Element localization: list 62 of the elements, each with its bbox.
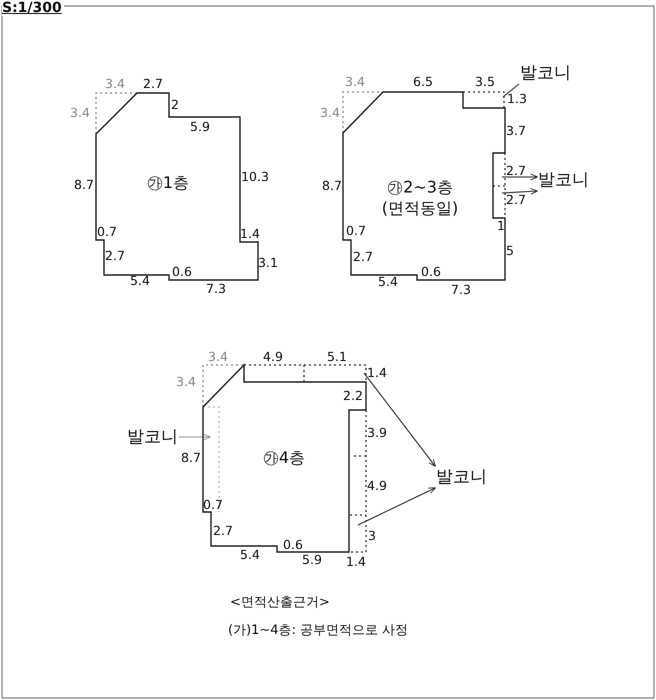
dimension-label: 3.9 [367,426,387,440]
dimension-label: 6.5 [413,75,433,89]
dimension-label: 2.7 [213,524,233,538]
balcony-label: 발코니 [436,466,487,488]
leader-arrow [179,434,212,440]
leader-arrow [502,188,538,195]
dimension-label: 1 [497,219,505,233]
dimension-label: 2.7 [506,193,526,207]
dimension-label: 10.3 [241,170,269,184]
dimension-label: 0.6 [172,265,192,279]
dimension-label: 5.9 [302,553,322,567]
dimension-label: 3.4 [105,77,125,91]
dimension-label: 7.3 [451,283,471,297]
dimension-label: 5.9 [190,120,210,134]
dimension-label: 2.2 [343,389,363,403]
dimension-label: 1.4 [367,366,387,380]
dimension-label: 1.4 [240,227,260,241]
dimension-label: 1.3 [507,92,527,106]
dimension-label: 3 [368,529,376,543]
dimension-label: 5.4 [130,274,150,288]
leader-arrow [364,372,436,467]
dimension-label: 7.3 [206,282,226,296]
dimension-label: 3.5 [475,75,495,89]
balcony-label: 발코니 [520,62,571,84]
dimension-label: 2 [171,98,179,112]
dimension-label: 4.9 [263,350,283,364]
dimension-label: 8.7 [74,178,94,192]
dimension-label: 5.1 [327,350,347,364]
note: (가)1~4층: 공부면적으로 사정 [228,622,408,640]
dimension-label: 1.4 [346,555,366,569]
floor-label: ㉮1층 [146,172,190,193]
dimension-label: 3.4 [345,75,365,89]
note: <면적산출근거> [230,594,330,612]
dimension-label: 3.7 [506,124,526,138]
dimension-label: 3.4 [70,106,90,120]
dimension-label: 0.7 [346,224,366,238]
leader-arrow [358,487,436,526]
dimension-label: 0.7 [97,225,117,239]
dimension-label: 3.4 [176,375,196,389]
dimension-label: 5.4 [378,275,398,289]
dimension-label: 4.9 [367,479,387,493]
dimension-label: 2.7 [105,249,125,263]
balcony-label: 발코니 [127,426,178,448]
floor-label: ㉮2~3층 (면적동일) [380,176,460,218]
dimension-label: 8.7 [322,179,342,193]
leader-line [502,84,520,98]
dimension-label: 3.1 [258,256,278,270]
dimension-label: 5.4 [240,548,260,562]
dimension-label: 0.6 [421,265,441,279]
dimension-label: 8.7 [181,451,201,465]
dimension-label: 2.7 [506,164,526,178]
floor-label: ㉮4층 [262,446,306,468]
balcony-label: 발코니 [538,169,589,191]
dimension-label: 2.7 [143,77,163,91]
dimension-label: 2.7 [353,250,373,264]
dimension-label: 0.7 [203,498,223,512]
dimension-label: 0.6 [283,538,303,552]
leader-arrow [502,174,538,180]
scale-label: S:1/300 [2,1,64,16]
dimension-label: 3.4 [320,106,340,120]
dimension-label: 5 [506,244,514,258]
dimension-label: 3.4 [208,350,228,364]
